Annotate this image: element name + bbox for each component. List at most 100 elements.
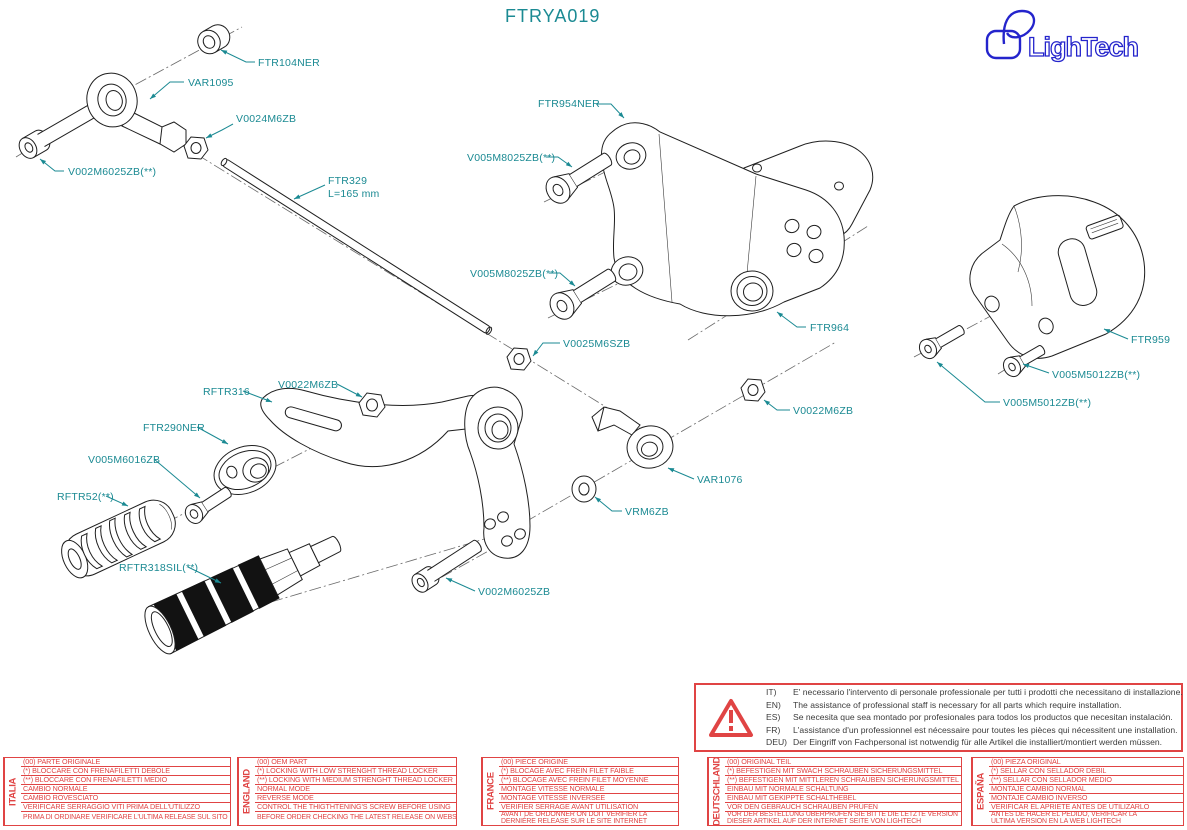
leader-arrow-icon [668,468,675,473]
part-label: FTR104NER [258,57,320,69]
page-title: FTRYA019 [505,6,601,26]
part-v005m8025zb-screw-upper [545,152,613,204]
leader-arrow-icon [446,578,453,583]
part-label: V002M6025ZB [478,586,550,598]
part-rftr52-toe-peg [61,499,176,579]
leader-arrow-icon [40,159,47,165]
warning-language-code: IT) [766,687,777,698]
leader-arrow-icon [294,194,301,199]
legend-row: VOR DEN GEBRAUCH SCHRAUBEN PRÜFEN [725,803,961,812]
legend-row: MONTAGE VITESSE NORMALE [499,785,678,794]
leader-arrow-icon [221,439,228,444]
legend-footer: BEFORE ORDER CHECKING THE LATEST RELEASE… [257,814,456,822]
leader-arrow-icon [569,280,575,286]
part-v0024m6zb-nut [183,136,209,160]
table-language-label: ENGLAND [238,758,255,825]
part-rftr318sil-knurled-peg [144,535,342,655]
part-label: L=165 mm [328,188,380,200]
part-label: FTR290NER [143,422,205,434]
part-label: VAR1095 [188,77,234,89]
warning-text: L'assistance d'un professionnel est néce… [793,724,1178,735]
leader-line [594,496,622,512]
part-shift-link [464,386,531,559]
warning-line: EN)The assistance of professional staff … [766,699,1183,711]
warning-line: DEU)Der Eingriff von Fachpersonal ist no… [766,736,1183,748]
part-ftr329-rod [220,157,493,335]
part-ftr959-heel-guard [969,195,1146,359]
legend-row: (00) ORIGINAL TEIL [725,758,961,767]
legend-row: (00) OEM PART [255,758,456,767]
lightech-mark-icon [985,9,1036,60]
part-ftr290ner-eccentric [213,445,277,495]
part-label: FTR964 [810,322,849,334]
part-label: V005M8025ZB(**) [470,268,558,280]
legend-row: VERIFICAR EL APRIETE ANTES DE UTILIZARLO [989,803,1183,812]
part-label: V005M6016ZB [88,454,160,466]
part-v005m6016zb-screw [184,486,232,524]
part-v002m6025zb-screw-top [18,103,98,159]
warning-line: FR)L'assistance d'un professionnel est n… [766,724,1183,736]
part-ftr954ner-bracket [601,122,874,317]
legend-row: (**) SELLAR CON SELLADOR MEDIO [989,776,1183,785]
legend-row: NORMAL MODE [255,785,456,794]
leader-arrow-icon [777,312,784,318]
part-labels-layer: FTR104NERVAR1095V0024M6ZBV002M6025ZB(**)… [39,49,1170,598]
part-label: FTR329 [328,175,367,187]
legend-row: (*) LOCKING WITH LOW STRENGHT THREAD LOC… [255,767,456,776]
centerlines [15,26,1063,637]
leader-arrow-icon [533,349,539,356]
table-language-label: ITALIA [4,758,21,825]
part-label: V005M5012ZB(**) [1003,397,1091,409]
part-v0022m6zb-nut-left [358,392,386,418]
legend-row: VERIFIER SERRAGE AVANT UTILISATION [499,803,678,812]
leader-arrow-icon [206,133,213,138]
part-label: V005M5012ZB(**) [1052,369,1140,381]
leader-arrow-icon [1023,363,1030,369]
leader-line [153,458,201,499]
legend-row: MONTAJE CAMBIO NORMAL [989,785,1183,794]
warning-line: ES) Se necesita que sea montado por profe… [766,711,1183,723]
legend-row: (*) BLOCCARE CON FRENAFILETTI DEBOLE [21,767,230,776]
part-label: VAR1076 [697,474,743,486]
legend-table-italia: ITALIA(00) PARTE ORIGINALE(*) BLOCCARE C… [3,757,231,826]
part-label: V0024M6ZB [236,113,296,125]
legend-row: (**) BEFESTIGEN MIT MITTLEREN SCHRAUBEN … [725,776,961,785]
legend-row: EINBAU MIT NORMALE SCHALTUNG [725,785,961,794]
legend-table-deutschland: DEUTSCHLAND(00) ORIGINAL TEIL(*) BEFESTI… [707,757,962,826]
legend-row: (00) PIECE ORIGINE [499,758,678,767]
leader-arrow-icon [937,362,944,368]
legend-row: EINBAU MIT GEKIPPTE SCHALTHEBEL [725,794,961,803]
part-v005m8025zb-screw-lower [549,268,617,320]
leader-arrow-icon [355,392,362,397]
legend-row: (*) SELLAR CON SELLADOR DEBIL [989,767,1183,776]
leader-line [936,361,1000,403]
legend-row: CAMBIO NORMALE [21,785,230,794]
leader-line [596,103,625,119]
part-label: V0025M6SZB [563,338,630,350]
leader-arrow-icon [214,578,221,583]
warning-triangle-icon [709,698,753,737]
part-label: V005M8025ZB(**) [467,152,555,164]
legend-footer: PRIMA DI ORDINARE VERIFICARE L'ULTIMA RE… [23,814,228,822]
warning-language-code: ES) [766,712,781,723]
leader-arrow-icon [121,501,128,506]
leader-line [776,311,806,328]
part-var1095-rod-end [86,72,187,153]
exploded-diagram: FTR104NERVAR1095V0024M6ZBV002M6025ZB(**)… [15,24,1170,655]
legend-row: REVERSE MODE [255,794,456,803]
leader-arrow-icon [221,50,228,55]
part-label: RFTR52(**) [57,491,114,503]
warning-text: Se necesita que sea montado por profesio… [793,712,1173,723]
legend-row: (*) BEFESTIGEN MIT SWACH SCHRAUBEN SICHE… [725,767,961,776]
part-v0025m6szb-nut [506,347,532,371]
legend-row: CAMBIO ROVESCIATO [21,794,230,803]
legend-row: (**) LOCKING WITH MEDIUM STRENGHT THREAD… [255,776,456,785]
warning-text: The assistance of professional staff is … [793,699,1122,710]
warning-language-code: DEU) [766,737,788,748]
part-label: RFTR316 [203,386,250,398]
legend-table-england: ENGLAND(00) OEM PART(*) LOCKING WITH LOW… [237,757,457,826]
leader-arrow-icon [1104,329,1111,334]
